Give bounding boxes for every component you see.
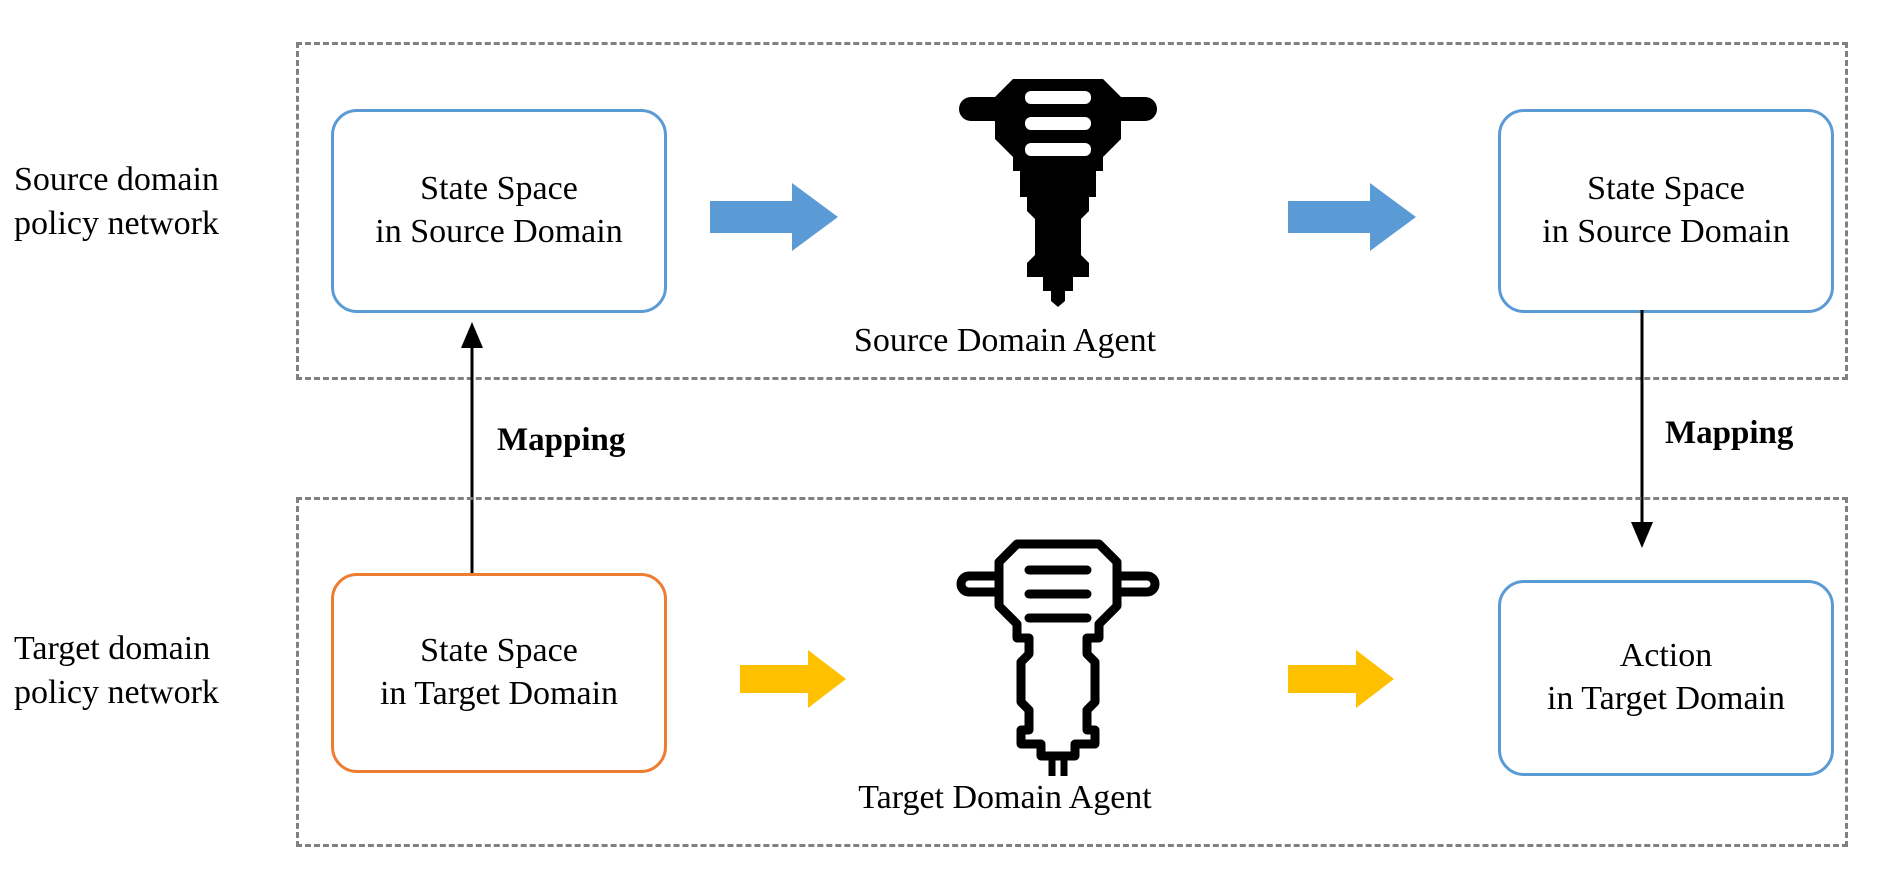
mapping-arrow-up: [452, 320, 492, 585]
target-domain-group: [296, 497, 1848, 847]
node-action-target[interactable]: Action in Target Domain: [1498, 580, 1834, 776]
node-state-space-source-left[interactable]: State Space in Source Domain: [331, 109, 667, 313]
target-domain-agent-caption: Target Domain Agent: [858, 779, 1152, 816]
source-policy-network-label: Source domain policy network: [14, 161, 219, 242]
jackhammer-outline-icon: [955, 532, 1161, 785]
arrow-source-state-to-agent: [710, 183, 838, 256]
arrow-target-state-to-agent: [740, 650, 846, 713]
node-state-space-source-right[interactable]: State Space in Source Domain: [1498, 109, 1834, 313]
target-policy-network-label: Target domain policy network: [14, 630, 219, 711]
arrow-source-agent-to-state: [1288, 183, 1416, 256]
jackhammer-filled-icon: [955, 65, 1161, 312]
node-state-space-target[interactable]: State Space in Target Domain: [331, 573, 667, 773]
mapping-arrow-down: [1622, 310, 1662, 555]
source-domain-group: [296, 42, 1848, 380]
mapping-label-left: Mapping: [497, 422, 626, 458]
arrow-target-agent-to-action: [1288, 650, 1394, 713]
mapping-label-right: Mapping: [1665, 415, 1794, 451]
source-domain-agent-caption: Source Domain Agent: [853, 322, 1157, 359]
